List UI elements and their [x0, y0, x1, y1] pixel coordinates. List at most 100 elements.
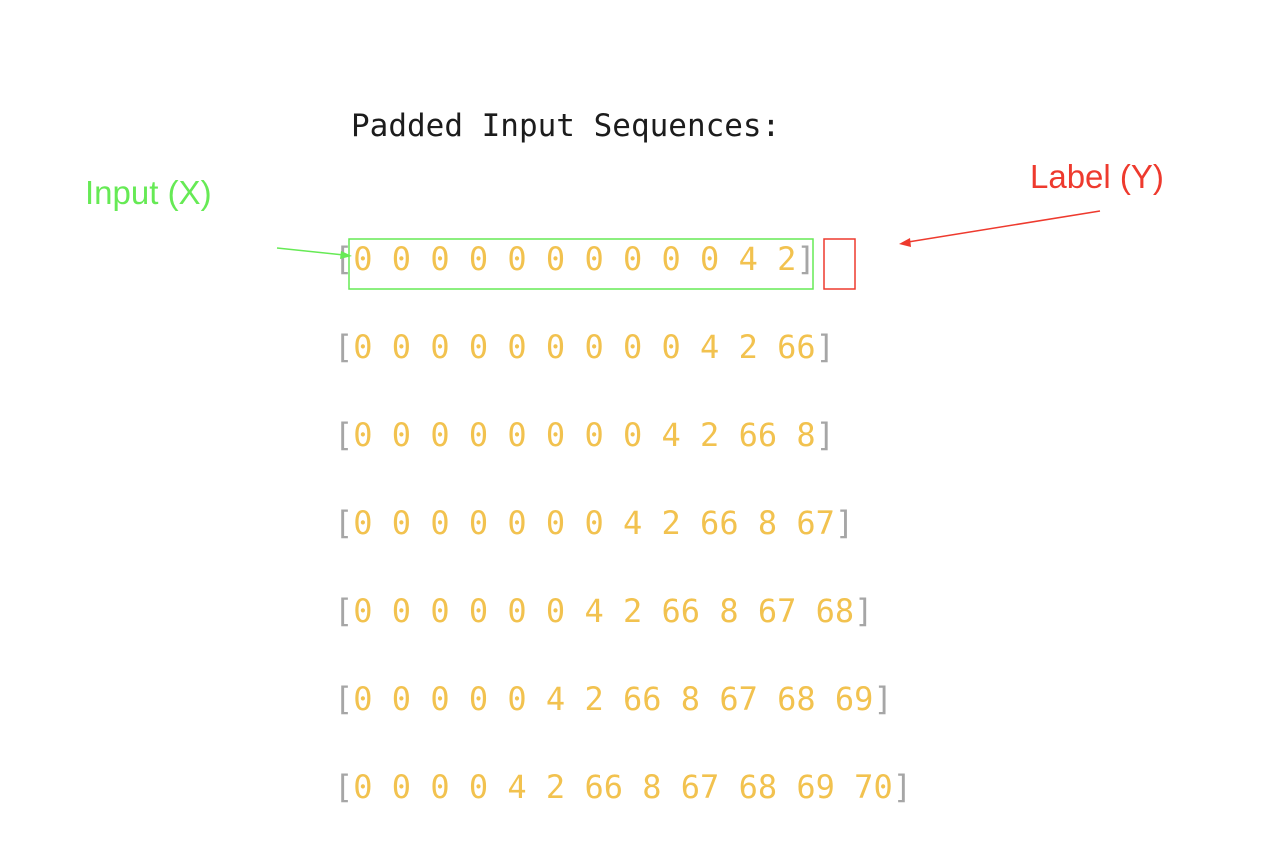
- open-bracket: [: [334, 680, 354, 718]
- sequence-value: 0: [353, 768, 373, 806]
- sequence-value: 0: [661, 240, 681, 278]
- heading: Padded Input Sequences:: [351, 108, 781, 144]
- sequence-value: 0: [545, 504, 566, 542]
- sequence-value: 2: [700, 416, 720, 454]
- input-arrow-head: [340, 251, 352, 259]
- sequence-value: 2: [777, 240, 797, 278]
- sequence-value: 0: [430, 768, 450, 806]
- sequence-value: 68: [777, 680, 816, 718]
- input-callout-label: Input (X): [85, 174, 212, 211]
- sequence-value: 0: [353, 592, 373, 630]
- sequence-value: 0: [391, 768, 412, 806]
- sequence-value: 2: [622, 592, 643, 630]
- sequence-value: 67: [680, 768, 720, 806]
- sequence-value: 0: [430, 240, 450, 278]
- sequence-value: 0: [391, 416, 412, 454]
- sequence-value: 4: [738, 240, 758, 278]
- sequence-value: 0: [391, 592, 412, 630]
- sequence-value: 68: [738, 768, 778, 806]
- sequence-value: 66: [700, 504, 739, 542]
- sequence-value: 0: [622, 240, 643, 278]
- sequence-value: 67: [757, 592, 797, 630]
- sequence-row: [0 0 0 0 0 0 0 4 2 66 8 67]: [334, 501, 854, 545]
- sequence-value: 2: [661, 504, 681, 542]
- sequence-value: 66: [738, 416, 778, 454]
- sequence-value: 66: [777, 328, 816, 366]
- sequence-value: 4: [507, 768, 527, 806]
- sequence-value: 0: [430, 592, 450, 630]
- close-bracket: ]: [834, 504, 855, 542]
- sequence-value: 0: [468, 240, 489, 278]
- sequence-value: 0: [391, 328, 412, 366]
- sequence-value: 0: [391, 504, 412, 542]
- open-bracket: [: [334, 328, 354, 366]
- sequence-value: 0: [584, 416, 604, 454]
- sequence-value: 0: [468, 504, 489, 542]
- sequence-value: 0: [468, 416, 489, 454]
- sequence-value: 0: [584, 328, 604, 366]
- sequence-value: 0: [545, 416, 566, 454]
- open-bracket: [: [334, 768, 354, 806]
- sequence-row: [0 0 0 0 0 4 2 66 8 67 68 69]: [334, 677, 893, 721]
- sequence-value: 67: [719, 680, 758, 718]
- sequence-value: 0: [507, 328, 527, 366]
- sequence-row: [0 0 0 0 0 0 0 0 0 4 2 66]: [334, 325, 835, 369]
- sequence-value: 0: [700, 240, 720, 278]
- sequence-value: 0: [507, 240, 527, 278]
- sequence-value: 0: [545, 328, 566, 366]
- input-highlight-box: [348, 238, 814, 290]
- sequence-value: 0: [468, 592, 489, 630]
- sequence-value: 2: [584, 680, 604, 718]
- sequence-value: 0: [430, 504, 450, 542]
- open-bracket: [: [334, 592, 354, 630]
- sequence-value: 2: [545, 768, 566, 806]
- sequence-value: 8: [680, 680, 701, 718]
- sequence-value: 0: [622, 416, 643, 454]
- sequence-value: 69: [796, 768, 835, 806]
- sequence-value: 66: [584, 768, 623, 806]
- sequence-value: 66: [622, 680, 662, 718]
- close-bracket: ]: [854, 592, 874, 630]
- sequence-value: 0: [391, 240, 412, 278]
- open-bracket: [: [334, 504, 354, 542]
- sequence-value: 70: [854, 768, 893, 806]
- sequence-value: 0: [430, 416, 450, 454]
- sequence-row: [0 0 0 0 4 2 66 8 67 68 69 70]: [334, 765, 912, 809]
- close-bracket: ]: [815, 416, 835, 454]
- sequence-value: 8: [757, 504, 778, 542]
- sequence-value: 4: [661, 416, 681, 454]
- sequence-value: 4: [545, 680, 566, 718]
- sequence-value: 4: [584, 592, 604, 630]
- sequence-value: 68: [815, 592, 855, 630]
- sequence-value: 2: [738, 328, 758, 366]
- sequence-value: 0: [661, 328, 681, 366]
- sequence-value: 69: [834, 680, 874, 718]
- sequence-value: 4: [622, 504, 643, 542]
- sequence-value: 0: [353, 504, 373, 542]
- sequence-row: [0 0 0 0 0 0 4 2 66 8 67 68]: [334, 589, 873, 633]
- sequence-value: 0: [622, 328, 643, 366]
- label-arrow-line: [907, 210, 1101, 243]
- input-arrow-line: [276, 247, 345, 256]
- sequence-value: 8: [642, 768, 662, 806]
- sequence-value: 0: [353, 680, 373, 718]
- sequence-value: 0: [353, 240, 373, 278]
- sequence-value: 0: [584, 240, 604, 278]
- close-bracket: ]: [815, 328, 835, 366]
- sequence-value: 8: [796, 416, 816, 454]
- sequence-row: [0 0 0 0 0 0 0 0 4 2 66 8]: [334, 413, 835, 457]
- label-callout-label: Label (Y): [1030, 158, 1164, 195]
- sequence-value: 66: [661, 592, 701, 630]
- sequence-value: 0: [468, 768, 489, 806]
- sequence-value: 0: [507, 416, 527, 454]
- sequence-value: 0: [507, 504, 527, 542]
- sequence-value: 0: [507, 680, 527, 718]
- sequence-value: 0: [545, 240, 566, 278]
- label-arrow-head: [899, 238, 911, 247]
- label-highlight-box: [823, 238, 856, 290]
- close-bracket: ]: [873, 680, 893, 718]
- sequence-value: 0: [584, 504, 604, 542]
- sequence-value: 0: [430, 328, 450, 366]
- close-bracket: ]: [796, 240, 816, 278]
